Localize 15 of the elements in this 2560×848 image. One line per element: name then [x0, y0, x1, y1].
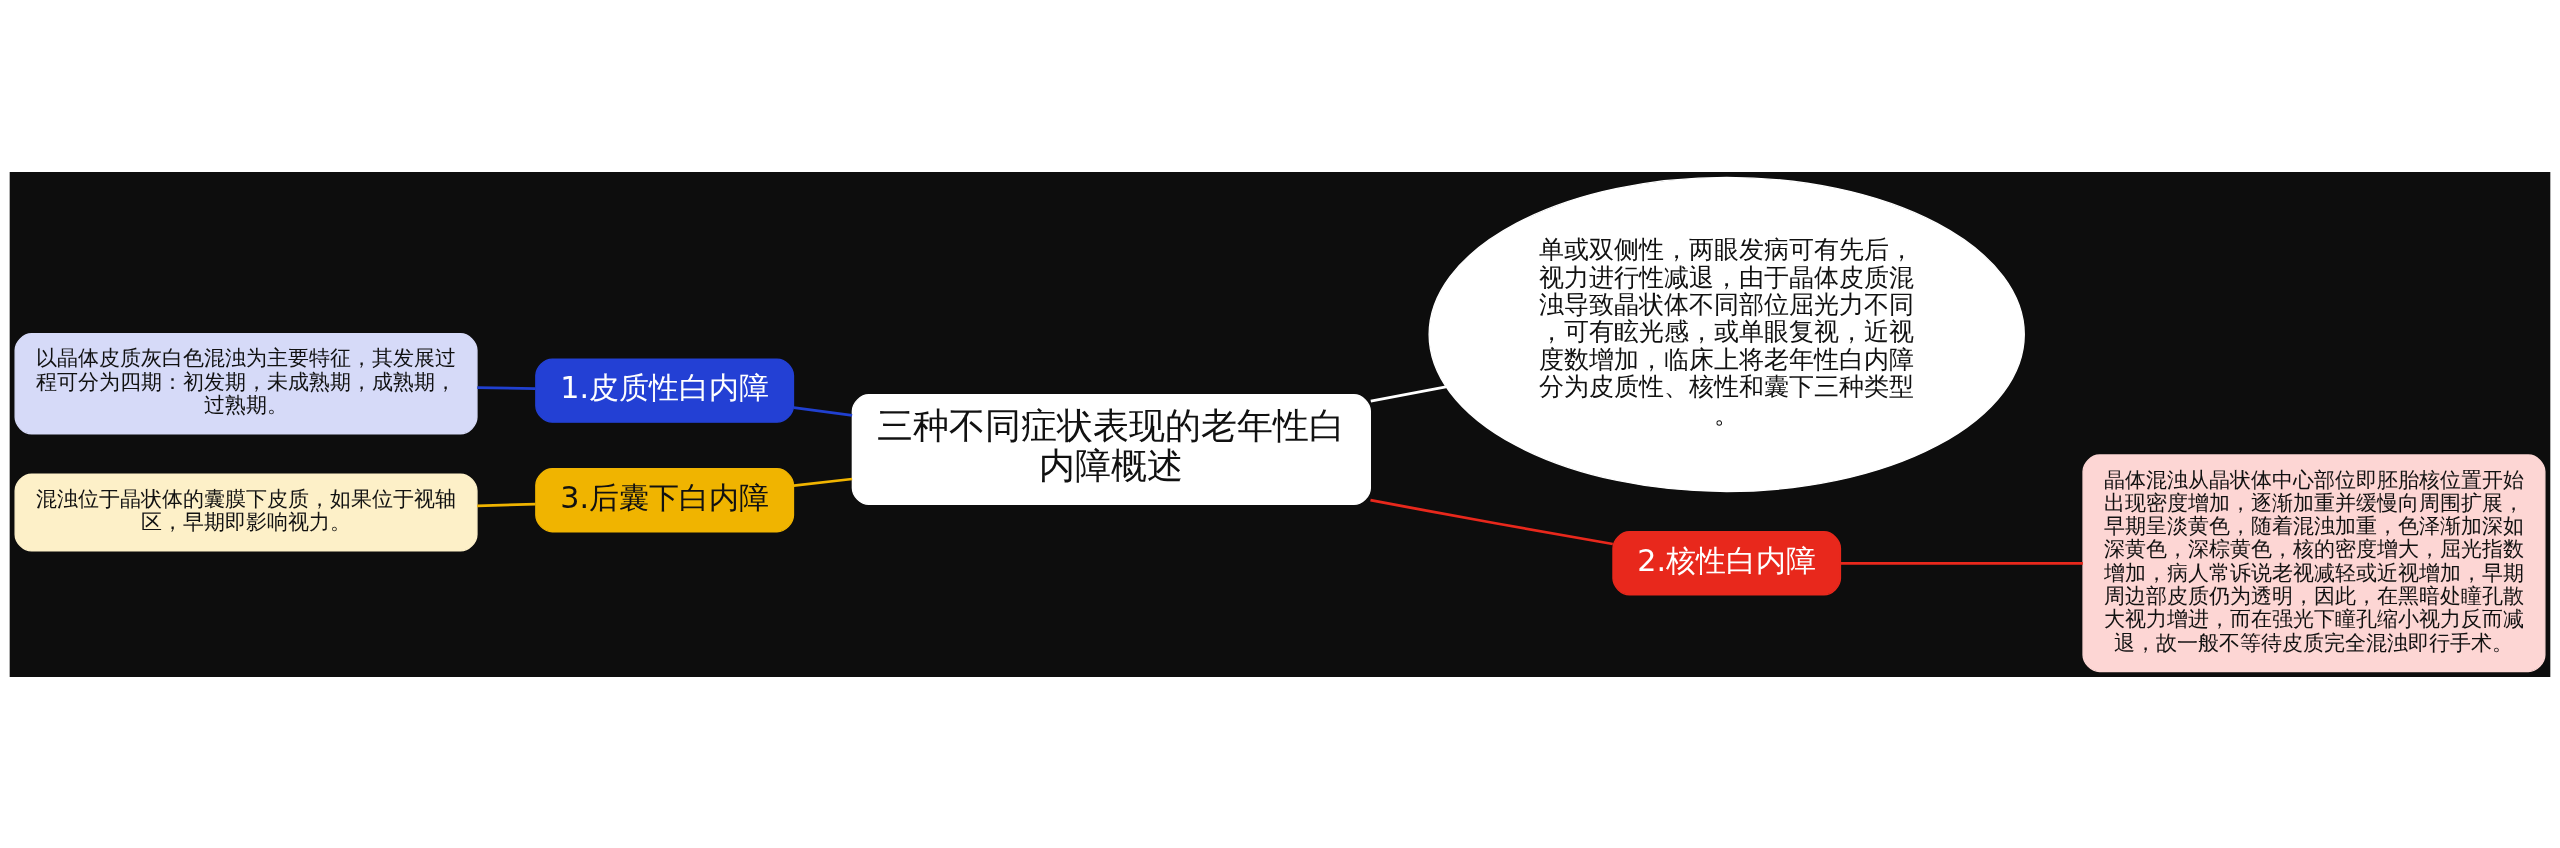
node-box: 1.皮质性白内障	[535, 357, 795, 423]
node-box: 以晶体皮质灰白色混浊为主要特征，其发展过程可分为四期：初发期，未成熟期，成熟期，过熟期。	[14, 332, 478, 434]
connector	[1840, 561, 2083, 565]
connector	[1370, 498, 1613, 545]
connector	[793, 405, 853, 417]
connector	[1370, 385, 1447, 402]
node-ellipse: 单或双侧性，两眼发病可有先后，视力进行性减退，由于晶体皮质混浊导致晶状体不同部位屈光力不同，可有眩光感，或单眼复视，近视度数增加，临床上将老年性白内障分为皮质性、核性和囊下三种类型。	[1428, 176, 2025, 492]
connector	[477, 385, 536, 390]
connector	[477, 502, 536, 507]
node-box: 三种不同症状表现的老年性白内障概述	[851, 393, 1371, 505]
node-box: 2.核性白内障	[1612, 530, 1842, 595]
node-box: 3.后囊下白内障	[535, 467, 795, 532]
node-box: 混浊位于晶状体的囊膜下皮质，如果位于视轴区，早期即影响视力。	[14, 473, 478, 552]
node-box: 晶体混浊从晶状体中心部位即胚胎核位置开始出现密度增加，逐渐加重并缓慢向周围扩展，早期呈淡黄色，随着混浊加重，色泽渐加深如深黄色，深棕黄色，核的密度增大，屈光指数增加，病人常诉说老视减轻或近视增加，早期周边部皮质仍为透明，因此，在黑暗处瞳孔散大视力增进，而在强光下瞳孔缩小视力反而减退，故一般不等待皮质完全混浊即行手术。	[2082, 453, 2546, 672]
connector	[793, 477, 853, 487]
